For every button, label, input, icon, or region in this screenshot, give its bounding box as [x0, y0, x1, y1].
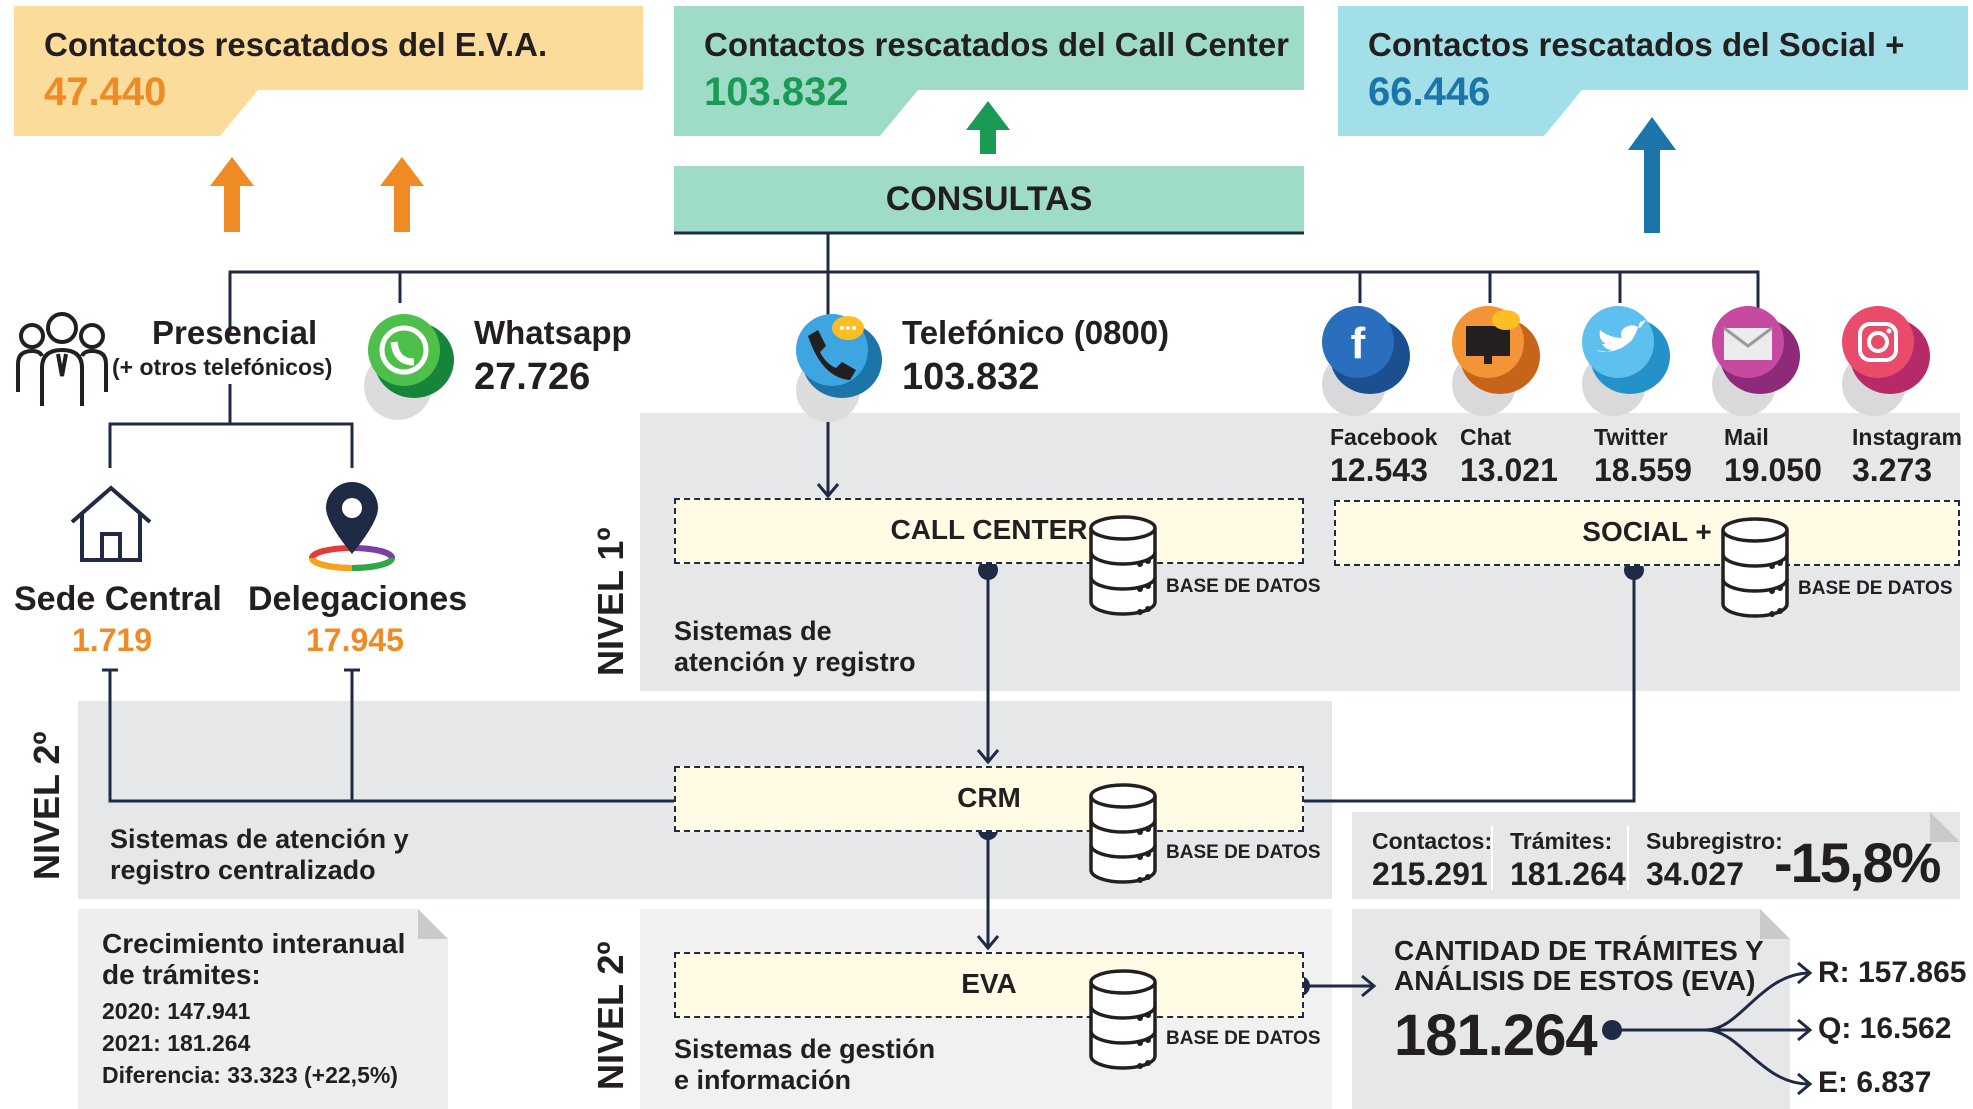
nivel2b-desc-line2: e información	[674, 1065, 852, 1095]
presencial-sub: (+ otros telefónicos)	[112, 354, 333, 380]
social-banner-value: 66.446	[1368, 70, 1491, 114]
whatsapp-label: Whatsapp	[474, 314, 632, 351]
nivel2b-desc-line1: Sistemas de gestión	[674, 1034, 936, 1064]
facebook-icon: f	[1322, 306, 1410, 416]
social-banner-title: Contactos rescatados del Social +	[1368, 26, 1905, 63]
analysis-r: R: 157.865	[1818, 956, 1967, 989]
nivel1-label: NIVEL 1º	[590, 527, 631, 676]
social-name-mail: Mail	[1724, 424, 1769, 450]
delegaciones-label: Delegaciones	[248, 580, 468, 618]
social-name-instagram: Instagram	[1852, 424, 1962, 450]
crm-system-label: CRM	[957, 782, 1021, 813]
social-system-box: SOCIAL +	[1334, 500, 1960, 566]
contactos-value: 215.291	[1372, 856, 1488, 892]
nivel1-desc-line2: atención y registro	[674, 647, 916, 677]
location-pin-icon	[309, 482, 395, 571]
svg-text:f: f	[1351, 319, 1366, 368]
growth-title-line1: Crecimiento interanual	[102, 928, 406, 959]
analysis-total: 181.264	[1394, 1003, 1598, 1068]
database-icon	[1089, 515, 1157, 616]
nivel2a-desc-line1: Sistemas de atención y	[110, 824, 409, 854]
consultas-label: CONSULTAS	[885, 180, 1093, 218]
telefonico-value: 103.832	[902, 356, 1040, 398]
db-label-callcenter: BASE DE DATOS	[1166, 576, 1321, 597]
eva-system-label: EVA	[961, 968, 1017, 999]
database-icon	[1089, 783, 1157, 884]
social-value-instagram: 3.273	[1852, 452, 1933, 488]
people-icon	[16, 312, 108, 406]
callcenter-banner-value: 103.832	[704, 70, 849, 114]
social-name-facebook: Facebook	[1330, 424, 1438, 450]
growth-2020: 2020: 147.941	[102, 998, 251, 1024]
social-name-chat: Chat	[1460, 424, 1512, 450]
social-value-facebook: 12.543	[1330, 452, 1428, 488]
nivel1-desc-line1: Sistemas de	[674, 616, 832, 646]
tramites-label: Trámites:	[1510, 828, 1613, 854]
callcenter-system-label: CALL CENTER	[890, 514, 1088, 545]
tramites-value: 181.264	[1510, 856, 1626, 892]
eva-system-box: EVA	[674, 952, 1304, 1018]
contactos-label: Contactos:	[1372, 828, 1493, 854]
callcenter-system-box: CALL CENTER	[674, 498, 1304, 564]
growth-diff: Diferencia: 33.323 (+22,5%)	[102, 1062, 398, 1088]
subregistro-percent: -15,8%	[1774, 831, 1941, 894]
chat-icon	[1452, 306, 1540, 416]
subregistro-label: Subregistro:	[1646, 828, 1783, 854]
db-label-social: BASE DE DATOS	[1798, 578, 1953, 599]
twitter-icon	[1582, 306, 1670, 416]
analysis-e: E: 6.837	[1818, 1066, 1932, 1099]
delegaciones-value: 17.945	[306, 622, 404, 658]
social-value-chat: 13.021	[1460, 452, 1558, 488]
db-label-crm: BASE DE DATOS	[1166, 842, 1321, 863]
eva-banner-title: Contactos rescatados del E.V.A.	[44, 26, 548, 63]
eva-banner-value: 47.440	[44, 70, 167, 114]
social-value-twitter: 18.559	[1594, 452, 1692, 488]
sede-label: Sede Central	[14, 580, 222, 618]
callcenter-banner-title: Contactos rescatados del Call Center	[704, 26, 1290, 63]
nivel2b-label: NIVEL 2º	[590, 941, 631, 1090]
mail-icon	[1712, 306, 1800, 416]
subregistro-value: 34.027	[1646, 856, 1744, 892]
sede-value: 1.719	[72, 622, 153, 658]
crm-system-box: CRM	[674, 766, 1304, 832]
nivel2a-label: NIVEL 2º	[26, 731, 67, 880]
home-icon	[70, 485, 152, 562]
instagram-icon	[1842, 306, 1930, 416]
social-value-mail: 19.050	[1724, 452, 1822, 488]
social-system-label: SOCIAL +	[1582, 516, 1712, 547]
database-icon	[1089, 969, 1157, 1070]
analysis-q: Q: 16.562	[1818, 1012, 1952, 1045]
analysis-title-line1: CANTIDAD DE TRÁMITES Y	[1394, 935, 1764, 966]
growth-2021: 2021: 181.264	[102, 1030, 251, 1056]
analysis-title-line2: ANÁLISIS DE ESTOS (EVA)	[1394, 965, 1756, 996]
nivel2a-desc-line2: registro centralizado	[110, 855, 376, 885]
whatsapp-icon	[364, 314, 454, 420]
social-name-twitter: Twitter	[1594, 424, 1668, 450]
database-icon	[1721, 517, 1789, 618]
phone-icon	[796, 314, 882, 422]
presencial-label: Presencial	[152, 314, 318, 351]
db-label-eva: BASE DE DATOS	[1166, 1028, 1321, 1049]
whatsapp-value: 27.726	[474, 356, 591, 398]
telefonico-label: Telefónico (0800)	[902, 314, 1170, 351]
growth-title-line2: de trámites:	[102, 959, 261, 990]
